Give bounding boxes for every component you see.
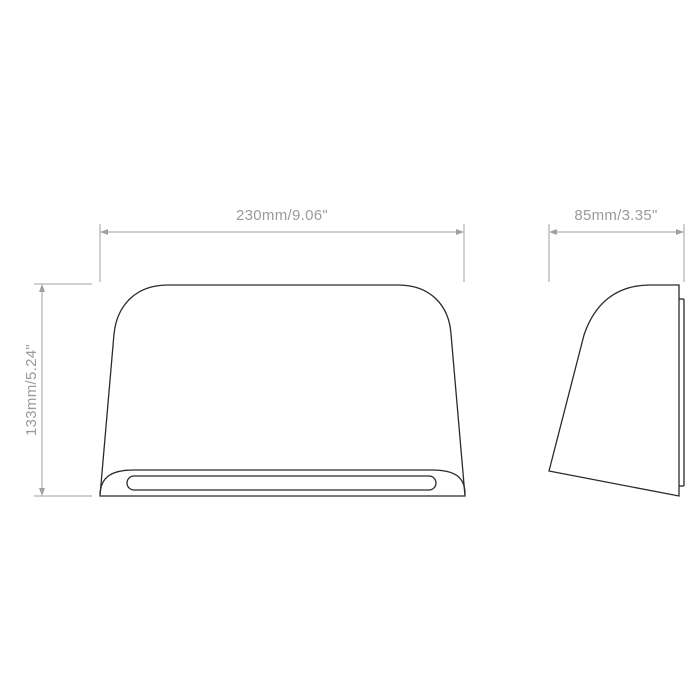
side-depth-arrow-right [676,229,684,235]
front-width-label: 230mm/9.06" [236,207,328,224]
side-depth-arrow-left [549,229,557,235]
front-width-dimension: 230mm/9.06" [99,207,465,282]
front-view-light-aperture [126,475,437,491]
side-depth-dimension: 85mm/3.35" [548,207,685,282]
front-view-body-outline [99,284,466,497]
height-arrow-top [39,284,45,292]
side-view-body-outline [548,284,680,497]
front-width-arrow-left [100,229,108,235]
height-dimension: 133mm/5.24" [23,283,92,497]
side-depth-label: 85mm/3.35" [574,207,657,224]
side-view [548,284,685,497]
front-view-base-rim [99,469,466,495]
height-arrow-bottom [39,488,45,496]
front-width-arrow-right [456,229,464,235]
front-view [99,284,466,497]
height-label: 133mm/5.24" [23,344,40,436]
